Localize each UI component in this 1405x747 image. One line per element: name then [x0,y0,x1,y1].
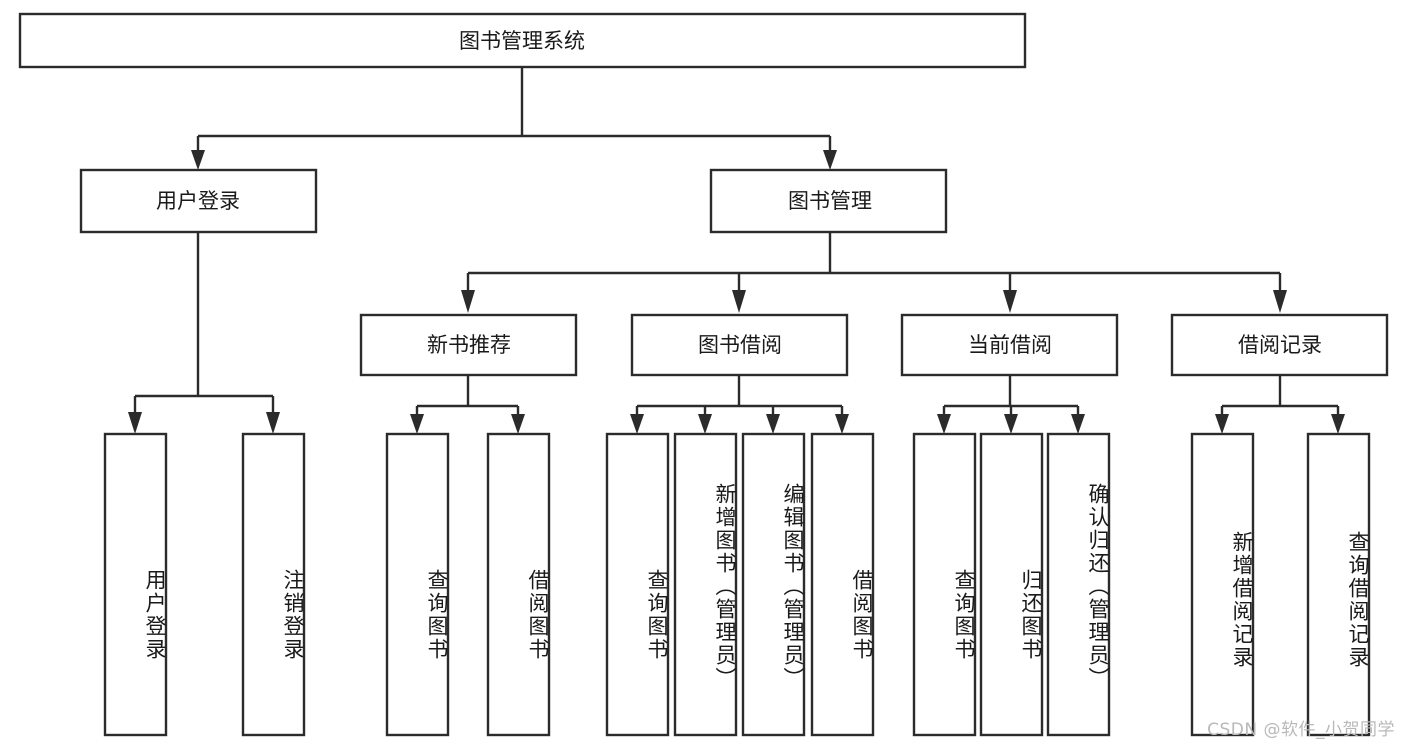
node-newbook-box[interactable] [359,313,578,377]
arrowhead-to-login [191,150,205,170]
node-bookmgmt-label: 图书管理 [788,189,872,213]
node-bookmgmt-box[interactable] [709,168,948,234]
node-leaf-8-box[interactable] [810,432,875,737]
node-records[interactable]: 借阅记录 [1170,313,1389,377]
node-leaf-4-box[interactable] [486,432,551,737]
node-leaf-12-box[interactable] [1190,432,1255,737]
node-login-box[interactable] [79,168,318,234]
node-leaf-13-box[interactable] [1306,432,1371,737]
node-newbook[interactable]: 新书推荐 [359,313,578,377]
arrowhead-leaf-10 [1004,414,1018,434]
node-root-label: 图书管理系统 [459,29,585,53]
arrowhead-leaf-11 [1071,414,1085,434]
node-current-label: 当前借阅 [968,333,1052,357]
arrowhead-leaf-4 [511,414,525,434]
node-borrow-box[interactable] [630,313,849,377]
node-leaf-1-box[interactable] [103,432,168,737]
node-leaf-6-box[interactable] [673,432,738,737]
node-current-box[interactable] [900,313,1119,377]
arrowhead-leaf-13 [1331,414,1345,434]
arrowhead-borrow [732,290,746,313]
edge-group-borrow [630,375,849,434]
csdn-watermark: CSDN @软件_小贺同学 [1207,720,1395,740]
edge-group-login [128,232,280,434]
node-root-box[interactable] [18,12,1027,69]
node-current[interactable]: 当前借阅 [900,313,1119,377]
node-login-label: 用户登录 [156,189,240,213]
arrowhead-leaf-5 [630,414,644,434]
edge-group-bookmgmt [461,232,1287,313]
node-leaf-9-box[interactable] [912,432,977,737]
node-root[interactable]: 图书管理系统 [18,12,1027,69]
node-newbook-label: 新书推荐 [427,333,511,357]
arrowhead-leaf-6 [698,414,712,434]
arrowhead-leaf-2 [266,412,280,434]
arrowhead-leaf-12 [1215,414,1229,434]
node-leaf-7-box[interactable] [741,432,806,737]
node-leaf-2-box[interactable] [241,432,306,737]
node-leaf-3-box[interactable] [385,432,450,737]
node-login[interactable]: 用户登录 [79,168,318,234]
arrowhead-current [1003,290,1017,313]
edge-group-records [1215,375,1345,434]
arrowhead-leaf-7 [766,414,780,434]
edge-group-current [937,375,1085,434]
node-records-label: 借阅记录 [1238,333,1322,357]
arrowhead-to-bookmgmt [823,150,837,170]
edge-group-root [191,67,837,170]
node-leaf-10-box[interactable] [979,432,1044,737]
node-bookmgmt[interactable]: 图书管理 [709,168,948,234]
arrowhead-records [1273,290,1287,313]
leaf-boxes [103,432,1371,737]
node-leaf-5-box[interactable] [605,432,670,737]
arrowhead-leaf-8 [835,414,849,434]
arrowhead-leaf-3 [410,414,424,434]
arrowhead-newbook [461,290,475,313]
arrowhead-leaf-1 [128,412,142,434]
arrowhead-leaf-9 [937,414,951,434]
edge-group-newbook [410,375,525,434]
node-borrow-label: 图书借阅 [698,333,782,357]
node-leaf-11-box[interactable] [1046,432,1111,737]
node-borrow[interactable]: 图书借阅 [630,313,849,377]
node-records-box[interactable] [1170,313,1389,377]
